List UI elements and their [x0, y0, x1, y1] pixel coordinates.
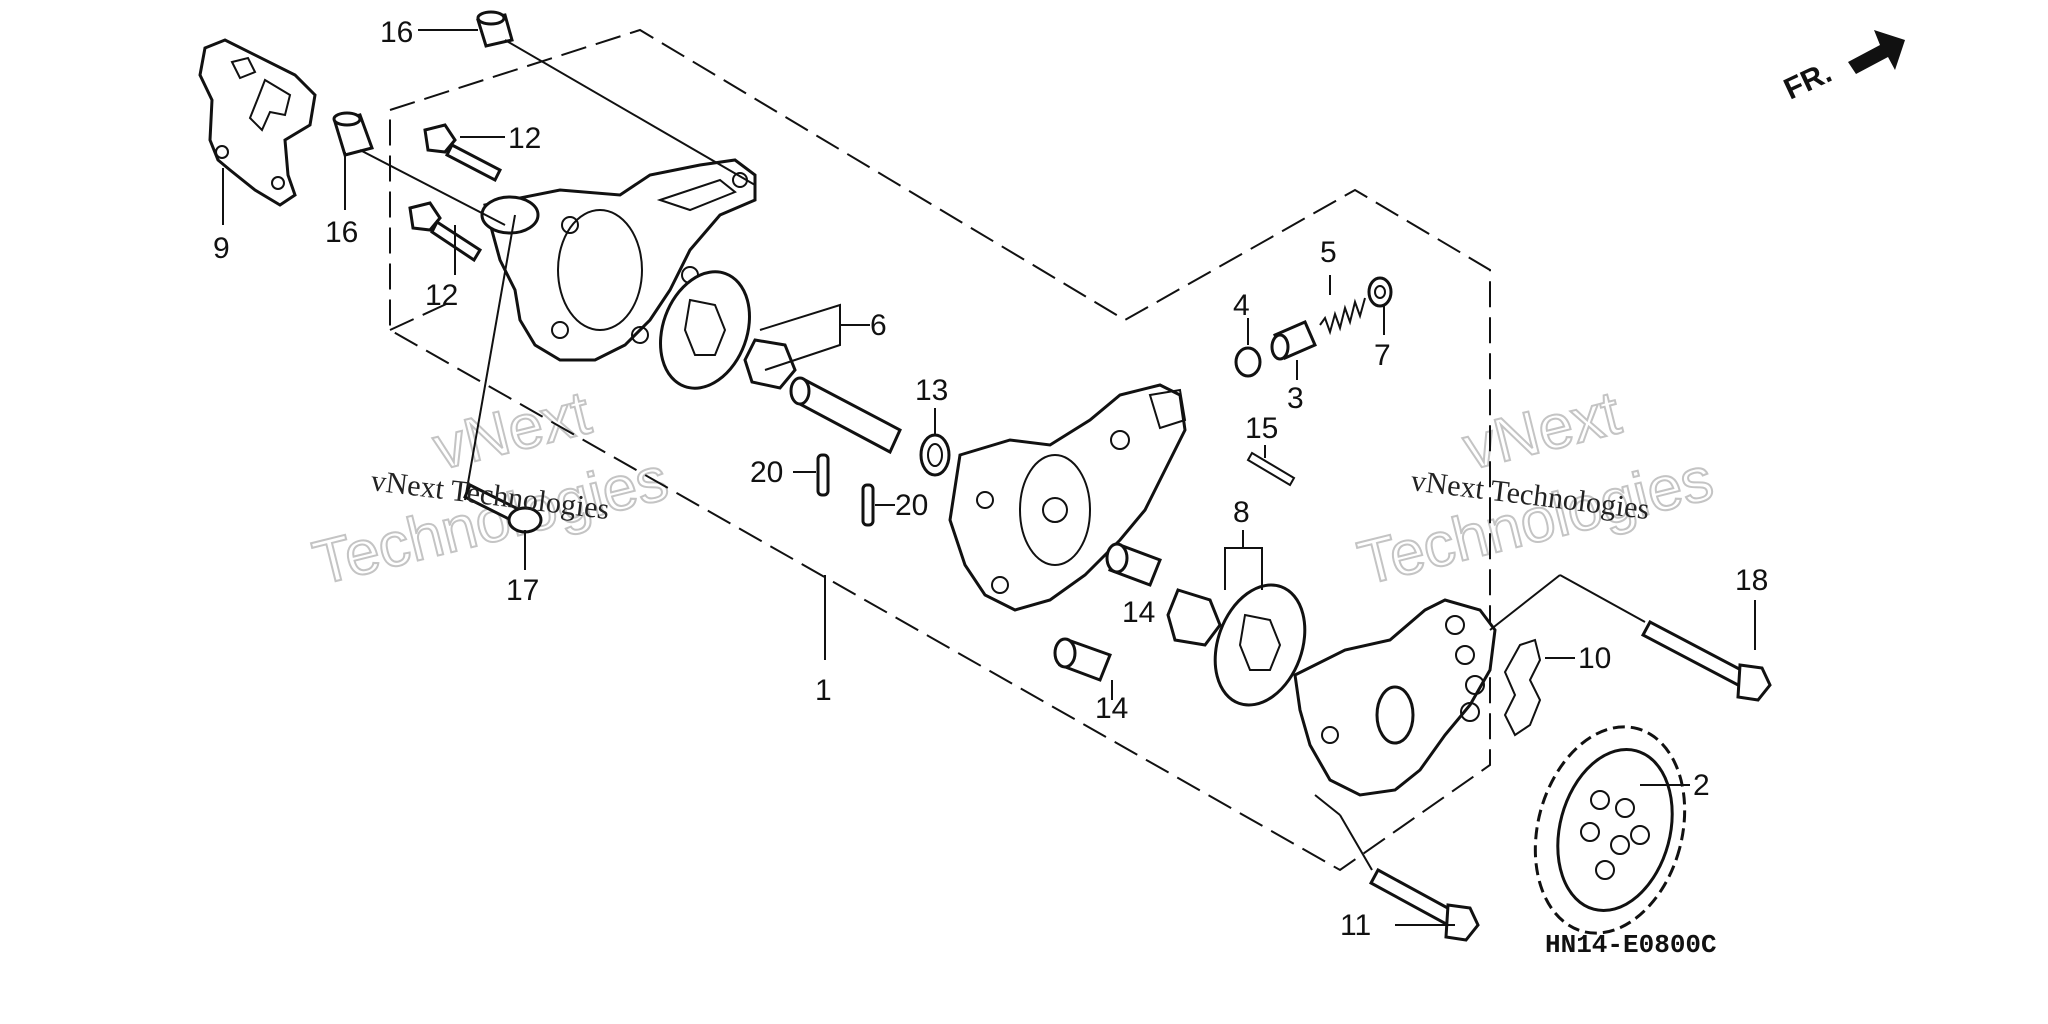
- pump-shaft: [789, 376, 902, 455]
- callout-4: 4: [1233, 289, 1250, 322]
- knock-pin-b: [861, 483, 875, 527]
- bolt-with-washer: [463, 482, 543, 534]
- dowel-collar-upper: [1105, 542, 1162, 587]
- thrust-washer: [919, 433, 951, 477]
- dowel-pin-left: [332, 111, 374, 157]
- o-ring-gasket: [1503, 638, 1542, 737]
- callout-16-left: 16: [325, 216, 358, 249]
- callout-9: 9: [213, 232, 230, 265]
- pump-drive-gear: [1533, 725, 1687, 935]
- svg-text:vNext: vNext: [1457, 378, 1627, 483]
- assembly-outline: [389, 28, 1491, 872]
- relief-valve-piston: [1270, 320, 1317, 361]
- callout-12-top: 12: [508, 122, 541, 155]
- relief-valve-spring: [1319, 297, 1366, 336]
- drawing-code: HN14-E0800C: [1545, 930, 1717, 960]
- callout-3: 3: [1287, 382, 1304, 415]
- callout-11: 11: [1340, 909, 1371, 942]
- callout-20-left: 20: [750, 456, 783, 489]
- callout-2: 2: [1693, 769, 1710, 802]
- rotor-set-lower: [1166, 583, 1307, 707]
- knock-pin-a: [816, 453, 830, 497]
- pump-housing-middle: [948, 383, 1187, 612]
- pump-cover: [1293, 598, 1497, 797]
- gasket-plate: [198, 38, 317, 207]
- front-direction-indicator: FR.: [1779, 30, 1905, 106]
- sealing-washer: [1367, 276, 1393, 308]
- callout-17: 17: [506, 574, 539, 607]
- callout-labels: 16 16 9 12 12 6 13 20 20 17 1 4 5 3 7 15…: [213, 16, 1768, 942]
- rotor-set-upper: [659, 270, 797, 390]
- callout-5: 5: [1320, 236, 1337, 269]
- callout-14-upper: 14: [1122, 596, 1155, 629]
- callout-7: 7: [1374, 339, 1391, 372]
- callout-20-right: 20: [895, 489, 928, 522]
- svg-text:FR.: FR.: [1779, 56, 1837, 106]
- callout-13: 13: [915, 374, 948, 407]
- cotter-pin: [1246, 451, 1296, 487]
- flange-bolt-lower: [408, 201, 483, 263]
- dowel-collar-lower: [1053, 637, 1112, 682]
- leader-lines: [222, 29, 1756, 926]
- relief-valve-cap: [1234, 346, 1262, 378]
- callout-8: 8: [1233, 496, 1250, 529]
- callout-15: 15: [1245, 412, 1278, 445]
- long-bolt-upper: [1640, 619, 1772, 702]
- long-bolt-lower: [1368, 867, 1480, 942]
- flange-bolt-upper: [423, 123, 503, 183]
- arrow-right-icon: [1848, 30, 1905, 74]
- dowel-pin-top: [476, 10, 514, 48]
- callout-10: 10: [1578, 642, 1611, 675]
- callout-14-lower: 14: [1095, 692, 1128, 725]
- callout-6: 6: [870, 309, 887, 342]
- callout-1: 1: [815, 674, 832, 707]
- callout-12-bottom: 12: [425, 279, 458, 312]
- callout-18: 18: [1735, 564, 1768, 597]
- callout-16-top: 16: [380, 16, 413, 49]
